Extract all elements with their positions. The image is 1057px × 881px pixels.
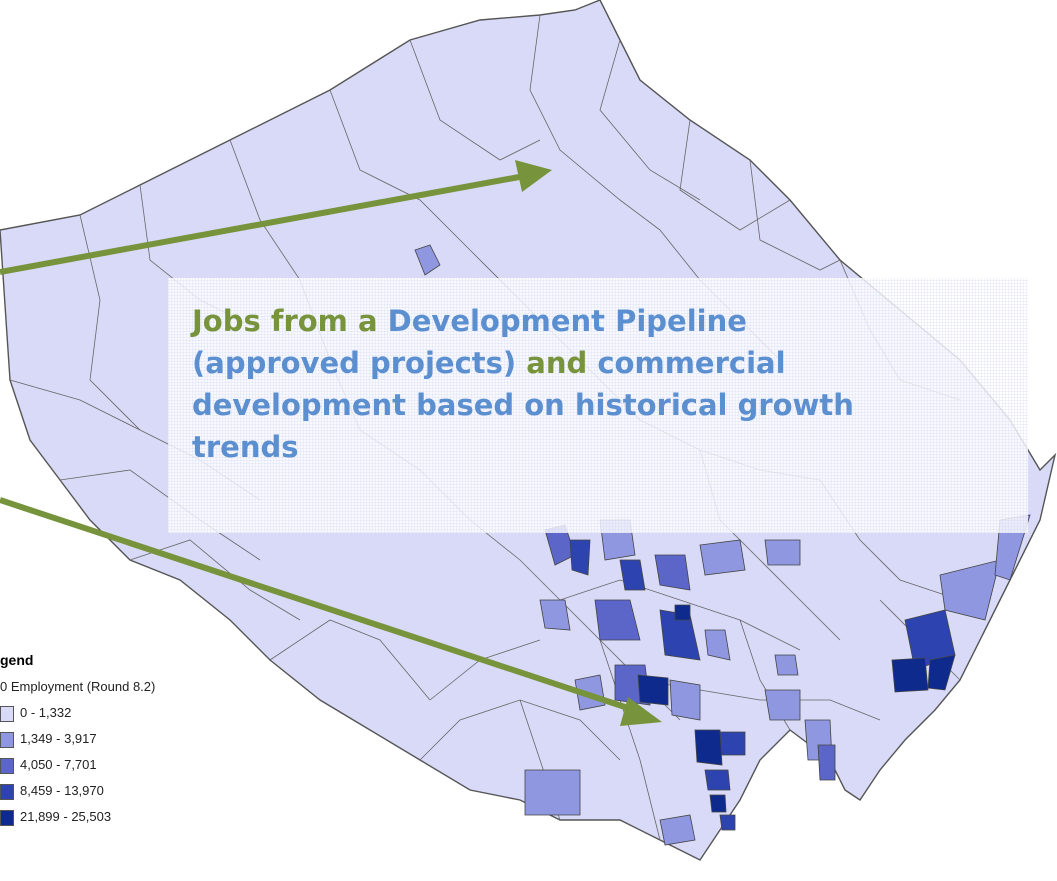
legend-label-1: 0 - 1,332 (20, 705, 72, 720)
arrow-north-head (515, 160, 552, 192)
legend-label-2: 1,349 - 3,917 (20, 731, 97, 746)
shaded-zones (414, 244, 1031, 846)
callout-text: Jobs from a Development Pipeline (approv… (192, 300, 1022, 468)
arrow-south (0, 497, 641, 715)
legend-swatch-3 (0, 758, 14, 774)
legend-label-4: 8,459 - 13,970 (20, 783, 104, 798)
legend-title: gend (0, 652, 34, 668)
callout-line-3: development based on historical growth (192, 388, 854, 422)
arrow-north (0, 172, 531, 275)
legend-field: 0 Employment (Round 8.2) (0, 679, 156, 694)
legend-swatch-1 (0, 706, 14, 722)
legend-swatch-4 (0, 784, 14, 800)
legend-class-4: 8,459 - 13,970 (0, 782, 220, 802)
callout-blue-1: Development Pipeline (387, 304, 747, 338)
callout-box (168, 278, 1028, 533)
legend-class-1: 0 - 1,332 (0, 704, 220, 724)
arrow-south-head (620, 697, 662, 726)
legend-class-3: 4,050 - 7,701 (0, 756, 220, 776)
legend-label-3: 4,050 - 7,701 (20, 757, 97, 772)
legend-swatch-5 (0, 810, 14, 826)
legend-class-5: 21,899 - 25,503 (0, 808, 220, 828)
legend-class-2: 1,349 - 3,917 (0, 730, 220, 750)
callout-blue-2: (approved projects) (192, 346, 517, 380)
callout-green-2: and (526, 346, 588, 380)
callout-blue-2b: commercial (597, 346, 786, 380)
map-legend: gend 0 Employment (Round 8.2) 0 - 1,332 … (0, 650, 230, 870)
callout-green-1: Jobs from a (192, 304, 378, 338)
legend-label-5: 21,899 - 25,503 (20, 809, 112, 824)
legend-swatch-2 (0, 732, 14, 748)
callout-line-1: Jobs from a Development Pipeline (192, 300, 1022, 342)
callout-arrows (0, 160, 662, 726)
callout-line-4: trends (192, 430, 299, 464)
callout-line-2: (approved projects) and commercial (192, 342, 1022, 384)
